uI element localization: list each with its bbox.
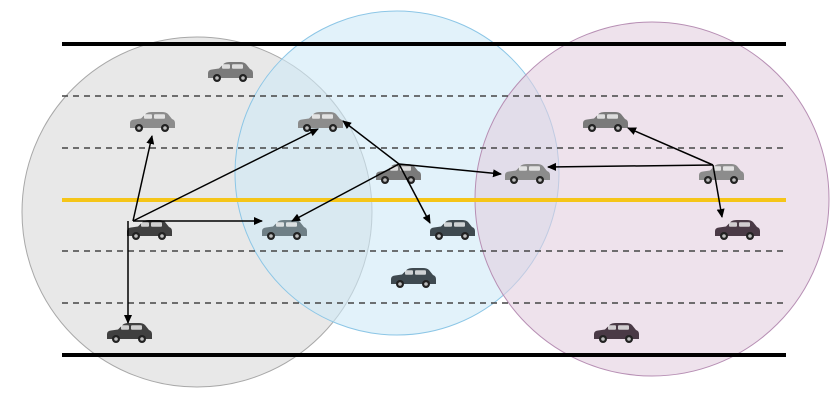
arrow-icon: [291, 163, 400, 222]
arrow-icon: [132, 135, 155, 222]
arrow-icon: [547, 162, 714, 171]
links: [124, 120, 725, 324]
arrow-icon: [627, 127, 714, 166]
arrow-icon: [132, 128, 319, 222]
road: [62, 42, 786, 357]
arrow-icon: [398, 163, 502, 178]
arrow-icon: [398, 163, 431, 224]
arrow-icon: [712, 164, 725, 218]
arrow-icon: [342, 120, 400, 165]
